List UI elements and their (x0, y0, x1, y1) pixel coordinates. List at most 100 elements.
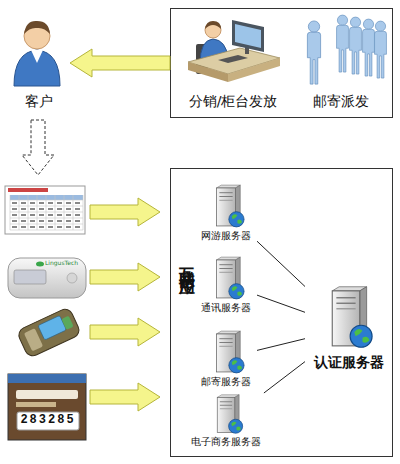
mobile-app-screen-icon (8, 374, 86, 440)
otp-token-icon (8, 258, 86, 298)
mobile-phone-icon-part (38, 315, 67, 340)
matrix-card-icon-part-part (12, 220, 17, 222)
counter-clerk-icon-part (205, 22, 221, 38)
matrix-card-icon-part-part (48, 214, 53, 216)
matrix-card-icon-part-part (12, 214, 17, 216)
matrix-card-icon-part-part (66, 214, 71, 216)
connector-line (257, 339, 305, 351)
dashed-down-arrow (22, 120, 54, 175)
matrix-card-icon-part-part (21, 208, 26, 210)
matrix-card-icon-part-part (30, 208, 35, 210)
server-icons-part (217, 185, 245, 227)
counter-clerk-icon (188, 20, 280, 82)
matrix-card-icon-part-part (73, 195, 74, 230)
mobile-phone-icon (16, 307, 81, 359)
matrix-card-icon-part-part (30, 226, 35, 228)
matrix-card-icon-part-part (30, 202, 35, 204)
matrix-card-icon-part (10, 195, 83, 230)
mobile-app-screen-icon-part (17, 412, 79, 430)
matrix-card-icon-part-part (55, 195, 56, 230)
counter-clerk-icon-part (205, 21, 221, 29)
token-to-apps-arrows-part (90, 198, 160, 226)
server-label: 邮寄服务器 (195, 376, 257, 388)
matrix-card-icon-part-part (10, 206, 83, 207)
counter-clerk-icon-part (232, 20, 264, 52)
matrix-card-icon-part-part (57, 208, 62, 210)
mobile-app-screen-icon-part (8, 374, 86, 383)
matrix-card-icon-part-part (10, 200, 83, 201)
matrix-card-icon-part-part (10, 218, 83, 219)
matrix-card-icon-part-part (12, 226, 17, 228)
mobile-app-screen-icon-part (16, 390, 78, 399)
mobile-phone-icon-part (24, 328, 43, 351)
mobile-phone-icon-part (16, 307, 81, 359)
server-label: 网游服务器 (195, 230, 257, 242)
server-node: 电子商务服务器 (183, 393, 269, 451)
channel-label: 邮寄派发 (293, 93, 389, 110)
matrix-card-icon-part-part (57, 214, 62, 216)
server-node: 邮寄服务器 (195, 326, 257, 390)
issuing-channels-box: 分销/柜台发放邮寄派发 (170, 8, 393, 118)
channel-label: 分销/柜台发放 (175, 93, 291, 110)
counter-clerk-icon-part (188, 62, 228, 82)
matrix-card-icon-part-part (10, 224, 83, 225)
customer-icon-part (31, 50, 43, 63)
otp-token-icon-part (67, 273, 77, 283)
connector-line (264, 362, 305, 393)
matrix-card-icon-part-part (30, 220, 35, 222)
connector-line (257, 295, 305, 312)
brand-text: LingusTech (45, 259, 85, 266)
matrix-card-icon-part-part (39, 208, 44, 210)
matrix-card-icon (5, 186, 85, 234)
matrix-card-icon-part-part (57, 220, 62, 222)
server-icons-part (217, 331, 245, 373)
matrix-card-icon-part (5, 186, 85, 234)
server-icons-part (217, 257, 245, 299)
mobile-phone-icon-part (61, 316, 73, 330)
customer-label: 客户 (8, 93, 70, 110)
otp-code: 283285 (17, 413, 79, 427)
matrix-card-icon-part-part (83, 195, 84, 230)
counter-clerk-icon-part (235, 24, 261, 48)
matrix-card-icon-part-part (48, 208, 53, 210)
server-icons-part (217, 395, 242, 434)
mobile-app-screen-icon-part (8, 374, 86, 440)
matrix-card-icon-part-part (10, 195, 11, 230)
counter-clerk-icon-part (218, 55, 248, 63)
matrix-card-icon-part-part (12, 208, 17, 210)
block-arrow (70, 49, 170, 77)
matrix-card-icon-part-part (12, 202, 17, 204)
matrix-card-icon-part (8, 188, 48, 192)
token-to-apps-arrows-part (90, 318, 160, 346)
customer-icon (14, 21, 60, 86)
matrix-card-icon-part-part (28, 195, 29, 230)
matrix-card-icon-part-part (46, 195, 47, 230)
server-label: 电子商务服务器 (183, 436, 269, 448)
matrix-card-icon-part-part (39, 214, 44, 216)
matrix-card-icon-part-part (66, 202, 71, 204)
matrix-card-icon-part-part (66, 220, 71, 222)
matrix-card-icon-part (12, 202, 80, 228)
server-label: 认证服务器 (305, 354, 393, 371)
matrix-card-icon-part-part (75, 226, 80, 228)
matrix-card-icon-part-part (64, 195, 65, 230)
matrix-card-icon-part-part (48, 220, 53, 222)
mail-courier-group-icon-part (350, 17, 362, 74)
mail-courier-group-icon-part (375, 21, 387, 78)
matrix-card-icon-part-part (21, 202, 26, 204)
auth-server-node: 认证服务器 (305, 280, 393, 376)
mail-courier-group-icon-part (307, 21, 320, 84)
otp-token-icon-part (36, 262, 44, 267)
matrix-card-icon-part-part (57, 226, 62, 228)
customer-icon-part (14, 50, 60, 86)
matrix-card-icon-part-part (21, 214, 26, 216)
matrix-card-icon-part-part (75, 214, 80, 216)
matrix-card-icon-part-part (10, 230, 83, 231)
matrix-card-icon-part-part (39, 202, 44, 204)
matrix-card-icon-part-part (75, 202, 80, 204)
counter-clerk-icon-part (228, 58, 280, 82)
customer-node: 客户 (8, 15, 70, 111)
